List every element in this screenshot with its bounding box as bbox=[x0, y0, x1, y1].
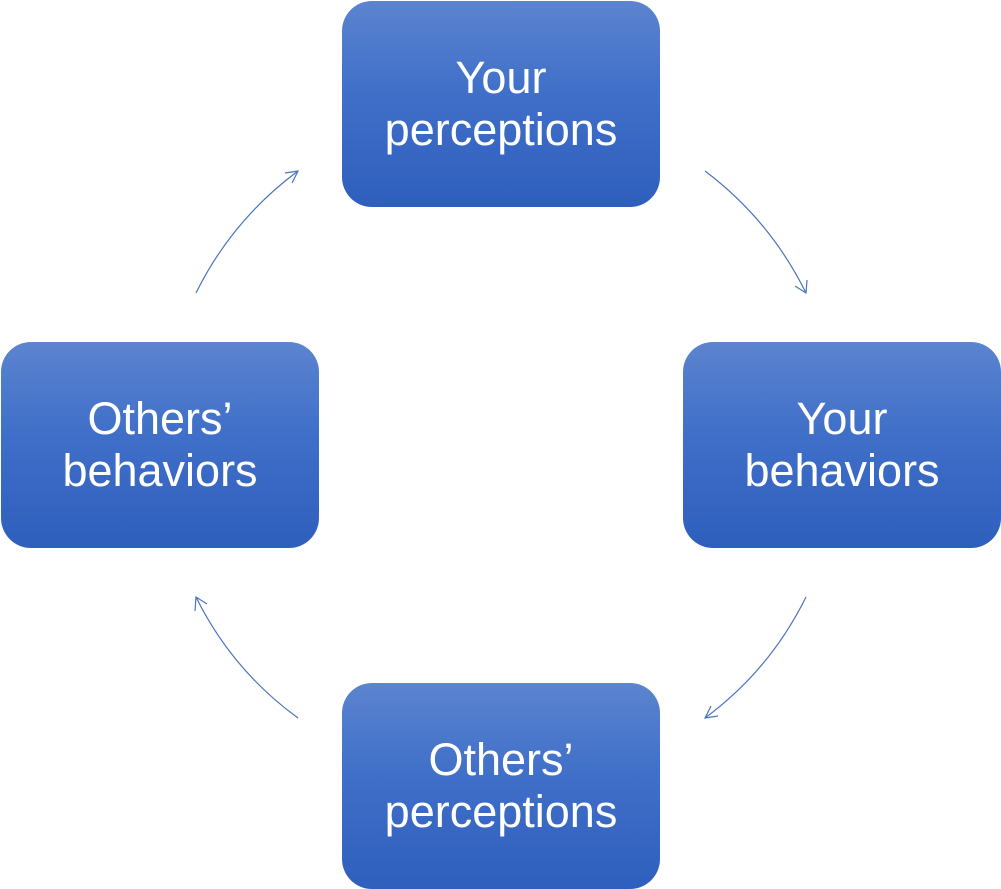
node-label: Others’ behaviors bbox=[62, 393, 258, 496]
node-label: Your behaviors bbox=[744, 393, 940, 496]
node-label: Others’ perceptions bbox=[384, 734, 618, 837]
arrow-bottom-to-left bbox=[194, 595, 299, 719]
node-your-perceptions: Your perceptions bbox=[342, 1, 660, 207]
arrow-top-to-right bbox=[704, 170, 808, 295]
arrow-left-to-top bbox=[195, 170, 300, 294]
node-your-behaviors: Your behaviors bbox=[683, 342, 1001, 548]
node-others-behaviors: Others’ behaviors bbox=[1, 342, 319, 548]
arrow-right-to-bottom bbox=[703, 596, 807, 719]
node-label: Your perceptions bbox=[384, 52, 618, 155]
node-others-perceptions: Others’ perceptions bbox=[342, 683, 660, 889]
